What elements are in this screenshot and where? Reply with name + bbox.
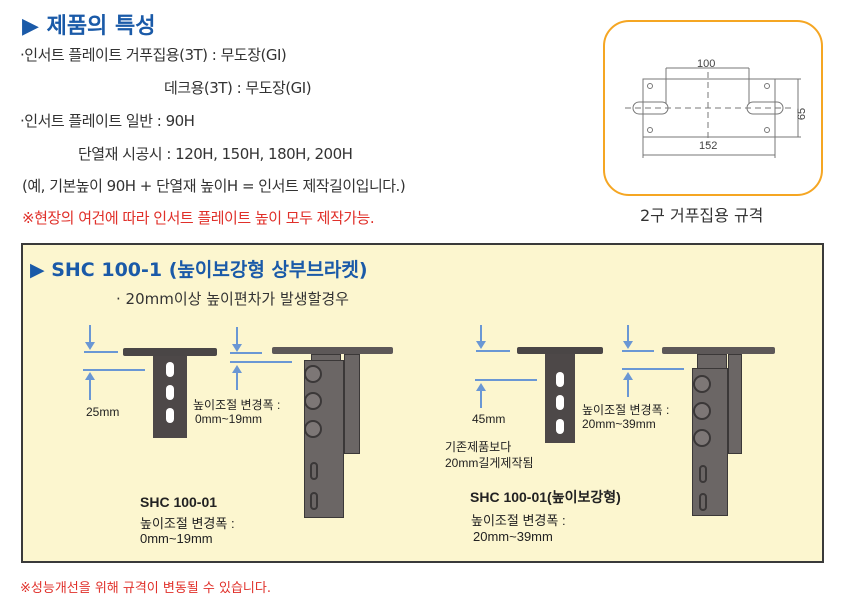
feature-line: (예, 기본높이 90H + 단열재 높이H = 인서트 제작길이입니다.) [22, 177, 406, 195]
adjust-label: 높이조절 변경폭 : [193, 398, 281, 412]
model-adjust-label: 높이조절 변경폭 : [140, 516, 235, 531]
arrow-up-icon [85, 372, 95, 380]
bracket-upper-part [728, 354, 742, 454]
dim-width-holes: 100 [697, 58, 716, 70]
bracket-upper-part [344, 354, 360, 454]
spec-drawing-frame: 100 152 65 [603, 20, 823, 196]
arrow-up-icon [623, 372, 633, 380]
arrow-down-icon [85, 342, 95, 350]
bracket-plate [517, 347, 603, 354]
bolt-icon [693, 402, 711, 420]
arrow-down-icon [232, 344, 242, 352]
footer-note: ※성능개선을 위해 규격이 변동될 수 있습니다. [20, 581, 271, 596]
gap-label: 45mm [472, 412, 506, 426]
bracket-section-title: ▶ SHC 100-1 (높이보강형 상부브라켓) [30, 259, 368, 281]
dim-height-plate: 65 [796, 107, 809, 121]
arrow-up-icon [476, 383, 486, 391]
model-name: SHC 100-01(높이보강형) [470, 489, 621, 505]
bracket-plate [123, 348, 217, 356]
model-adjust-label: 높이조절 변경폭 : [471, 513, 566, 528]
model-name: SHC 100-01 [140, 494, 218, 510]
bracket-plate [662, 347, 775, 354]
bolt-icon [693, 429, 711, 447]
spec-caption: 2구 거푸집용 규격 [640, 206, 764, 225]
feature-line: ·인서트 플레이트 일반 : 90H [20, 112, 195, 130]
adjust-range: 0mm~19mm [195, 412, 263, 426]
model-adjust-range: 0mm~19mm [140, 531, 213, 546]
bracket-lower-part [304, 360, 344, 518]
feature-note: ※현장의 여건에 따라 인서트 플레이트 높이 모두 제작가능. [22, 209, 375, 227]
bracket-plate [272, 347, 393, 354]
bolt-icon [693, 375, 711, 393]
gap-label: 25mm [86, 405, 120, 419]
bracket-section-subtitle: · 20mm이상 높이편차가 발생할경우 [116, 290, 349, 308]
arrow-down-icon [476, 341, 486, 349]
features-title: ▶ 제품의 특성 [22, 14, 156, 39]
plate-spec-drawing [625, 67, 801, 158]
model-adjust-range: 20mm~39mm [473, 529, 553, 544]
bolt-icon [304, 392, 322, 410]
feature-line: 데크용(3T) : 무도장(GI) [164, 79, 312, 97]
note-line: 20mm길게제작됨 [445, 456, 534, 470]
adjust-range: 20mm~39mm [582, 417, 656, 431]
note-line: 기존제품보다 [445, 440, 512, 454]
feature-line: ·인서트 플레이트 거푸집용(3T) : 무도장(GI) [20, 46, 287, 64]
arrow-up-icon [232, 365, 242, 373]
bolt-icon [304, 420, 322, 438]
feature-line: 단열재 시공시 : 120H, 150H, 180H, 200H [78, 145, 353, 163]
bolt-icon [304, 365, 322, 383]
dim-width-plate: 152 [699, 140, 718, 152]
arrow-down-icon [623, 341, 633, 349]
adjust-label: 높이조절 변경폭 : [582, 403, 670, 417]
